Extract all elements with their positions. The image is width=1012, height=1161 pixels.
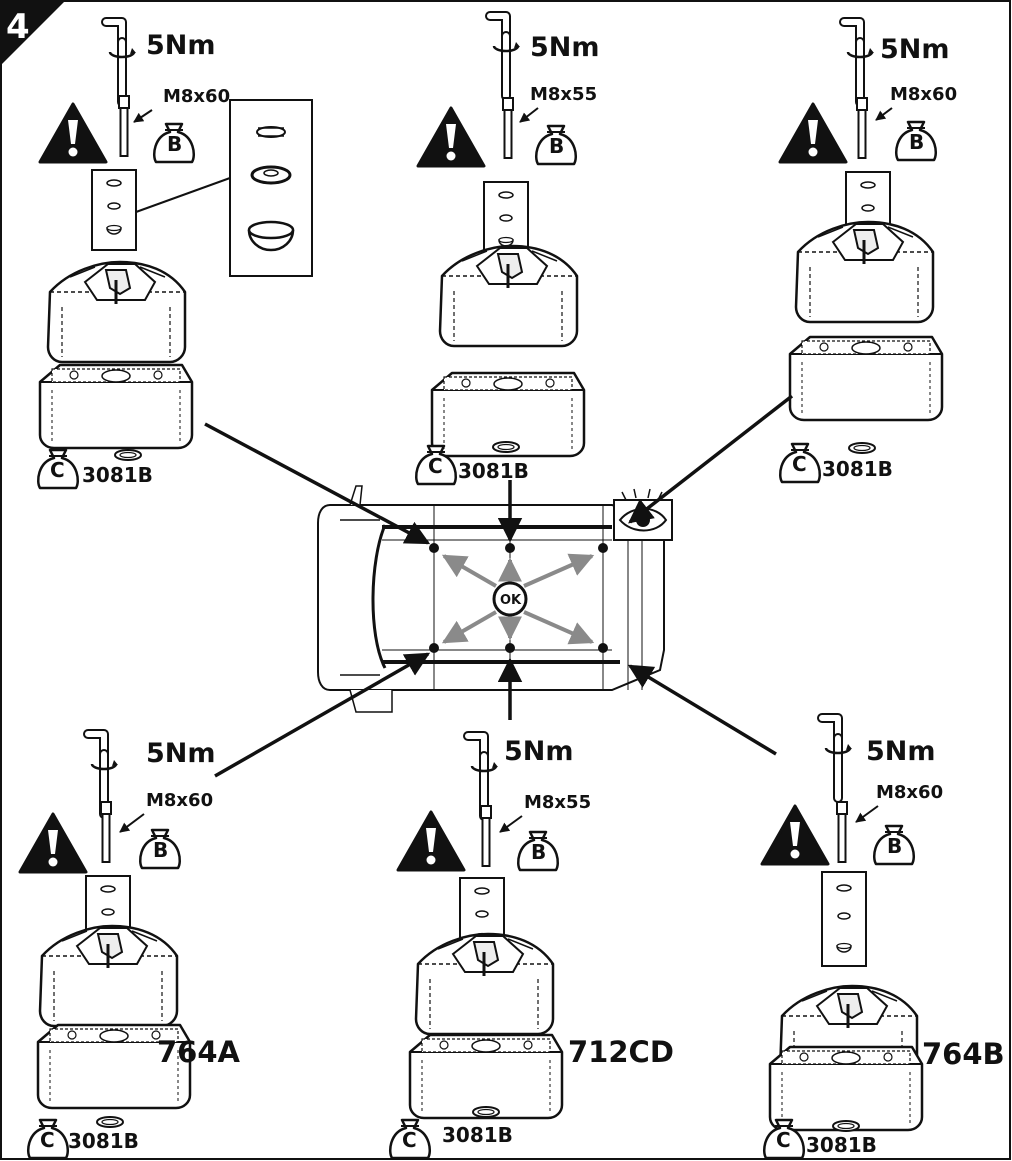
ring-code: 3081B bbox=[442, 1123, 513, 1147]
torque-label: 5Nm bbox=[504, 736, 574, 767]
assembly-top-center: 5Nm M8x55 B C 3081B bbox=[414, 16, 600, 486]
step-number: 4 bbox=[6, 7, 30, 47]
bolt-icon bbox=[118, 95, 130, 157]
hex-key-icon bbox=[822, 718, 852, 798]
warning-icon bbox=[18, 812, 88, 874]
step-badge: 4 bbox=[0, 0, 66, 66]
warning-icon bbox=[778, 102, 848, 164]
washer-ring-icon bbox=[96, 1116, 124, 1128]
mount-point bbox=[505, 543, 515, 553]
bolt-icon bbox=[480, 805, 492, 867]
torque-label: 5Nm bbox=[880, 34, 950, 65]
hex-key-icon bbox=[468, 736, 498, 816]
bag-letter: B bbox=[153, 838, 168, 862]
bolt-icon bbox=[836, 801, 848, 863]
ok-badge bbox=[492, 581, 528, 617]
warning-icon bbox=[38, 102, 108, 164]
hex-key-icon bbox=[106, 22, 136, 102]
washer-card bbox=[821, 871, 867, 967]
vehicle-roof: OK bbox=[317, 485, 673, 713]
bolt-label: M8x60 bbox=[890, 84, 957, 105]
assembly-top-left: 5Nm M8x60 B C 3081B bbox=[36, 22, 313, 490]
bag-letter: B bbox=[167, 132, 182, 156]
warning-icon bbox=[760, 804, 830, 866]
bolt-label: M8x60 bbox=[163, 86, 230, 107]
ring-bag-letter: C bbox=[40, 1128, 55, 1152]
mount-point bbox=[429, 543, 439, 553]
torque-label: 5Nm bbox=[146, 30, 216, 61]
ok-label: OK bbox=[500, 593, 522, 608]
warning-icon bbox=[416, 106, 486, 168]
mount-point bbox=[598, 543, 608, 553]
torque-label: 5Nm bbox=[866, 736, 936, 767]
bag-letter: B bbox=[531, 840, 546, 864]
bag-letter: B bbox=[909, 130, 924, 154]
model-label: 712CD bbox=[568, 1035, 674, 1069]
washer-ring-icon bbox=[492, 441, 520, 453]
mount-point bbox=[505, 643, 515, 653]
ring-code: 3081B bbox=[806, 1133, 877, 1157]
ring-bag-letter: C bbox=[792, 452, 807, 476]
torque-label: 5Nm bbox=[530, 32, 600, 63]
washer-ring-icon bbox=[114, 449, 142, 461]
washer-detail-zoom bbox=[229, 99, 313, 277]
washer-ring-icon bbox=[472, 1106, 500, 1118]
bag-letter: B bbox=[887, 834, 902, 858]
bolt-label: M8x55 bbox=[530, 84, 597, 105]
foot-icon bbox=[46, 260, 187, 364]
foot-icon bbox=[794, 220, 935, 324]
ring-bag-letter: C bbox=[50, 458, 65, 482]
pad-icon bbox=[408, 1033, 564, 1120]
connector-arrows bbox=[204, 394, 794, 778]
bolt-label: M8x55 bbox=[524, 792, 591, 813]
ring-code: 3081B bbox=[82, 463, 153, 487]
pad-icon bbox=[768, 1045, 924, 1132]
ring-code: 3081B bbox=[68, 1129, 139, 1153]
warning-icon bbox=[396, 810, 466, 872]
torque-label: 5Nm bbox=[146, 738, 216, 769]
model-label: 764A bbox=[157, 1035, 241, 1069]
ring-bag-letter: C bbox=[428, 454, 443, 478]
assembly-bottom-left: 5Nm M8x60 B 764A C 3081B bbox=[18, 734, 241, 1160]
assembly-top-right: 5Nm M8x60 B C 3081B bbox=[778, 22, 957, 484]
assembly-bottom-right: 5Nm M8x60 B 764B C 3081B bbox=[760, 718, 1005, 1160]
bolt-icon bbox=[502, 97, 514, 159]
ring-code: 3081B bbox=[458, 459, 529, 483]
assembly-bottom-center: 5Nm M8x55 B 712CD C 3081B bbox=[388, 736, 674, 1160]
washer-ring-icon bbox=[832, 1120, 860, 1132]
bag-letter: B bbox=[549, 134, 564, 158]
bolt-label: M8x60 bbox=[876, 782, 943, 803]
model-label: 764B bbox=[922, 1037, 1005, 1071]
pad-icon bbox=[788, 335, 944, 422]
bolt-icon bbox=[100, 801, 112, 863]
hex-key-icon bbox=[490, 16, 520, 96]
foot-icon bbox=[414, 932, 555, 1036]
pad-icon bbox=[38, 363, 194, 450]
foot-icon bbox=[438, 244, 579, 348]
foot-icon bbox=[38, 924, 179, 1028]
ring-bag-letter: C bbox=[776, 1128, 791, 1152]
ring-code: 3081B bbox=[822, 457, 893, 481]
ring-bag-letter: C bbox=[402, 1128, 417, 1152]
mount-point bbox=[429, 643, 439, 653]
bolt-icon bbox=[856, 97, 868, 159]
bolt-label: M8x60 bbox=[146, 790, 213, 811]
hex-key-icon bbox=[844, 22, 874, 102]
washer-card bbox=[91, 169, 137, 251]
washer-ring-icon bbox=[848, 442, 876, 454]
mount-point bbox=[598, 643, 608, 653]
